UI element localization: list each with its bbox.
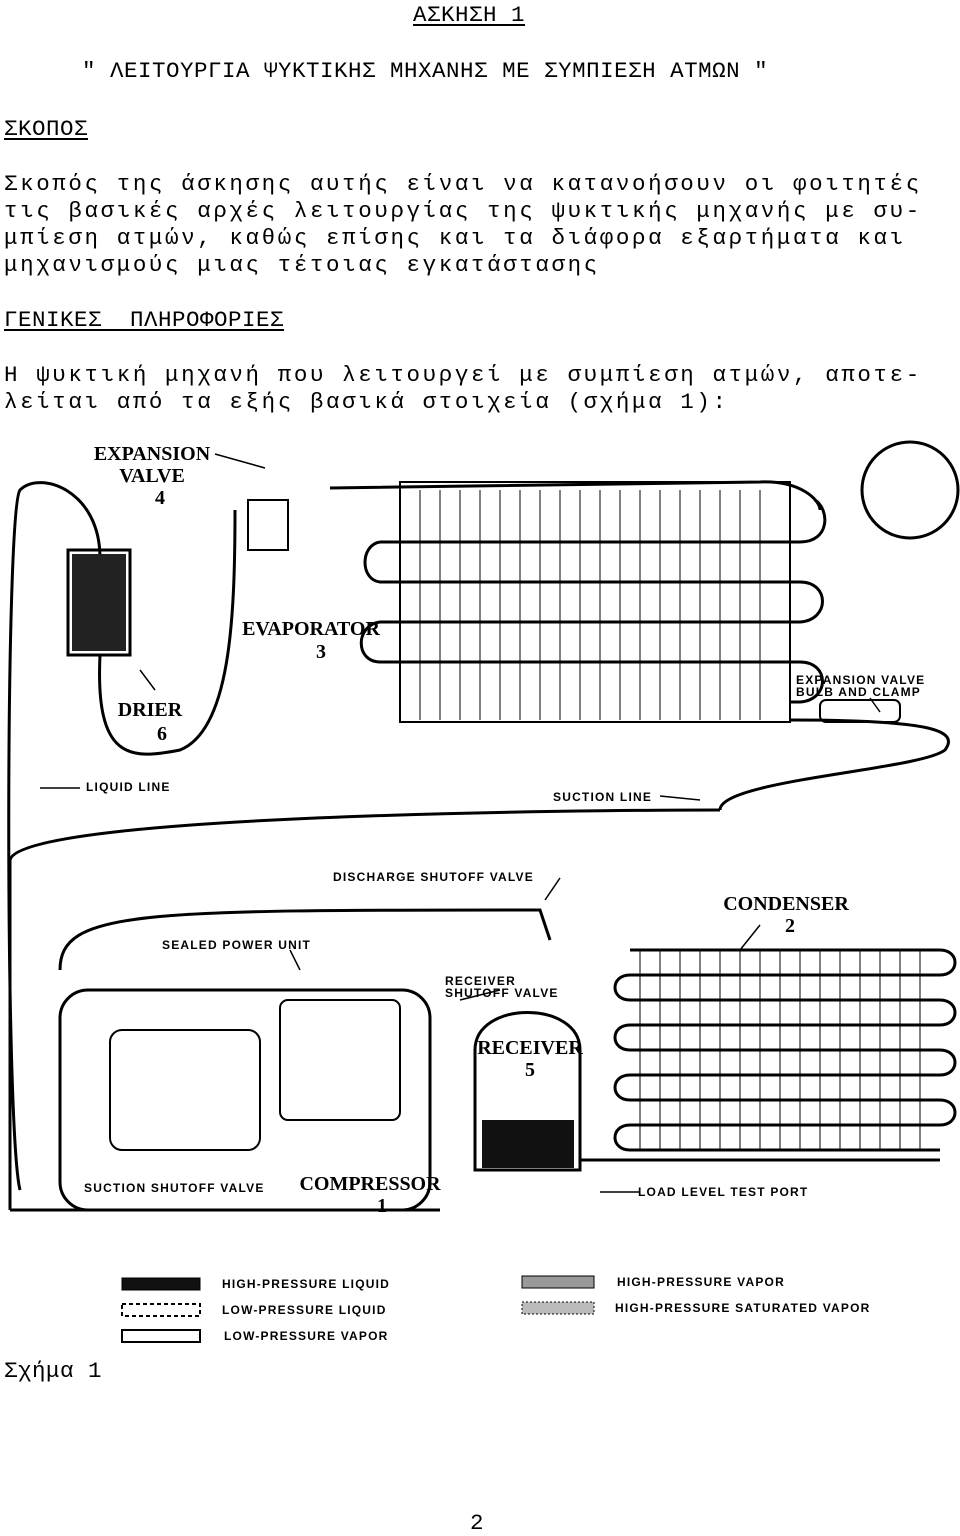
legend-hp-sat-vapor: HIGH-PRESSURE SATURATED VAPOR <box>615 1301 870 1315</box>
label-expansion-valve-2: VALVE <box>119 465 185 487</box>
label-evaporator: EVAPORATOR <box>242 618 380 640</box>
legend-swatch-hp-vapor <box>521 1275 595 1289</box>
label-condenser: CONDENSER <box>723 893 849 915</box>
legend-swatch-hp-liquid <box>121 1277 201 1291</box>
general-heading: ΓΕΝΙΚΕΣ ΠΛΗΡΟΦΟΡΙΕΣ <box>4 307 285 333</box>
purpose-line-3: μπίεση ατμών, καθώς επίσης και τα διάφορ… <box>4 225 906 251</box>
purpose-heading: ΣΚΟΠΟΣ <box>4 116 89 142</box>
purpose-line-2: τις βασικές αρχές λειτουργίας της ψυκτικ… <box>4 198 922 224</box>
label-receiver: RECEIVER <box>477 1037 583 1059</box>
general-line-2: λείται από τα εξής βασικά στοιχεία (σχήμ… <box>4 389 729 415</box>
label-receiver-valve: RECEIVER <box>445 974 516 988</box>
label-receiver-num: 5 <box>525 1059 535 1081</box>
legend-lp-vapor: LOW-PRESSURE VAPOR <box>224 1329 388 1343</box>
label-test-port: LOAD LEVEL TEST PORT <box>638 1185 808 1199</box>
label-drier: DRIER <box>118 699 183 721</box>
label-sealed-unit: SEALED POWER UNIT <box>162 938 311 952</box>
legend-swatch-hp-sat-vapor <box>521 1301 595 1315</box>
label-expansion-valve-num: 4 <box>155 487 165 509</box>
refrigeration-diagram: EXPANSION VALVE 4 EVAPORATOR 3 DRIER 6 E… <box>7 440 960 1343</box>
label-bulb: EXPANSION VALVE <box>796 673 925 687</box>
exercise-title: ΑΣΚΗΣΗ 1 <box>413 2 526 28</box>
label-suction-line: SUCTION LINE <box>553 790 652 804</box>
label-liquid-line: LIQUID LINE <box>86 780 171 794</box>
label-drier-num: 6 <box>157 723 167 745</box>
purpose-line-1: Σκοπός της άσκησης αυτής είναι να κατανο… <box>4 171 922 197</box>
label-evaporator-num: 3 <box>316 641 326 663</box>
label-receiver-valve-2: SHUTOFF VALVE <box>445 986 559 1000</box>
legend-swatch-lp-vapor <box>121 1329 201 1343</box>
legend-lp-liquid: LOW-PRESSURE LIQUID <box>222 1303 387 1317</box>
label-expansion-valve: EXPANSION <box>94 443 211 465</box>
figure-caption: Σχήμα 1 <box>4 1358 103 1384</box>
document-title: " ΛΕΙΤΟΥΡΓΙΑ ΨΥΚΤΙΚΗΣ ΜΗΧΑΝΗΣ ΜΕ ΣΥΜΠΙΕΣ… <box>82 58 769 84</box>
legend-hp-liquid: HIGH-PRESSURE LIQUID <box>222 1277 390 1291</box>
label-bulb-2: BULB AND CLAMP <box>796 685 921 699</box>
page-number: 2 <box>470 1510 485 1536</box>
general-line-1: Η ψυκτική μηχανή που λειτουργεί με συμπί… <box>4 362 922 388</box>
label-discharge-valve: DISCHARGE SHUTOFF VALVE <box>333 870 534 884</box>
legend-hp-vapor: HIGH-PRESSURE VAPOR <box>617 1275 785 1289</box>
label-compressor: COMPRESSOR <box>299 1173 441 1195</box>
legend-swatch-lp-liquid <box>121 1303 201 1317</box>
label-condenser-num: 2 <box>785 915 795 937</box>
label-compressor-num: 1 <box>377 1195 387 1217</box>
purpose-line-4: μηχανισμούς μιας τέτοιας εγκατάστασης <box>4 252 600 278</box>
label-suction-valve: SUCTION SHUTOFF VALVE <box>84 1181 265 1195</box>
